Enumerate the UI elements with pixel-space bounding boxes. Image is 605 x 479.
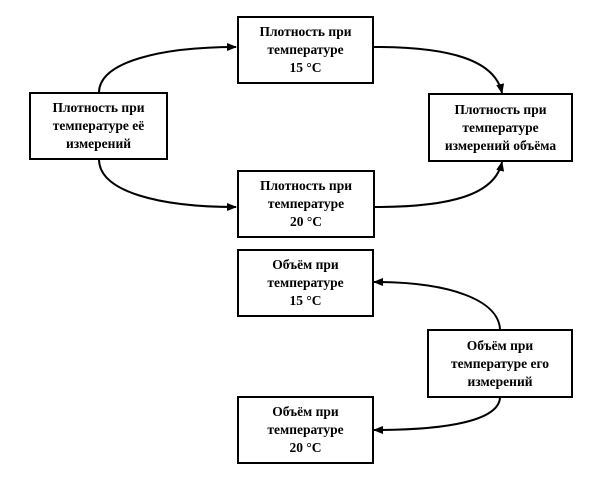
node-line: Объём при	[466, 337, 534, 353]
node-line: температуре	[267, 42, 344, 57]
node-line: 20 °С	[289, 214, 323, 229]
arrow-density-20-to-density-vol	[374, 161, 505, 208]
node-volume-at-measurement-temp: Объём при температуре его измерений	[427, 329, 573, 398]
node-density-at-volume-measurement-temp: Плотность при температуре измерений объё…	[428, 93, 573, 162]
node-line: температуре его	[450, 355, 550, 371]
node-line: Плотность при	[52, 100, 145, 115]
arrow-density-meas-to-density-20	[98, 159, 237, 211]
node-line: измерений	[65, 136, 132, 151]
arrow-volume-meas-to-volume-20	[373, 397, 501, 434]
node-line: температуре её	[52, 118, 145, 133]
node-line: измерений	[467, 373, 533, 389]
arrow-volume-meas-to-volume-15	[373, 278, 501, 330]
node-volume-at-15c: Объём при температуре 15 °С	[237, 249, 374, 317]
arrow-density-15-to-density-vol	[373, 46, 505, 94]
node-line: измерений объёма	[444, 137, 557, 153]
node-volume-at-20c: Объём при температуре 20 °С	[237, 396, 374, 464]
arrow-density-meas-to-density-15	[98, 43, 237, 93]
node-line: 20 °С	[289, 440, 322, 455]
node-line: Объём при	[272, 257, 339, 272]
node-line: температуре	[267, 196, 345, 211]
node-line: температуре	[267, 422, 344, 437]
node-line: Плотность при	[259, 24, 352, 39]
node-line: 15 °С	[289, 293, 322, 308]
node-density-at-15c: Плотность при температуре 15 °С	[237, 16, 374, 84]
node-line: температуре	[267, 275, 344, 290]
node-line: Плотность при	[454, 101, 547, 117]
node-density-at-measurement-temp: Плотность при температуре её измерений	[29, 92, 168, 160]
node-density-at-20c: Плотность при температуре 20 °С	[237, 170, 375, 238]
node-line: Плотность при	[259, 178, 352, 193]
node-line: 15 °С	[289, 60, 322, 75]
node-line: температуре	[462, 119, 539, 135]
node-line: Объём при	[272, 404, 339, 419]
